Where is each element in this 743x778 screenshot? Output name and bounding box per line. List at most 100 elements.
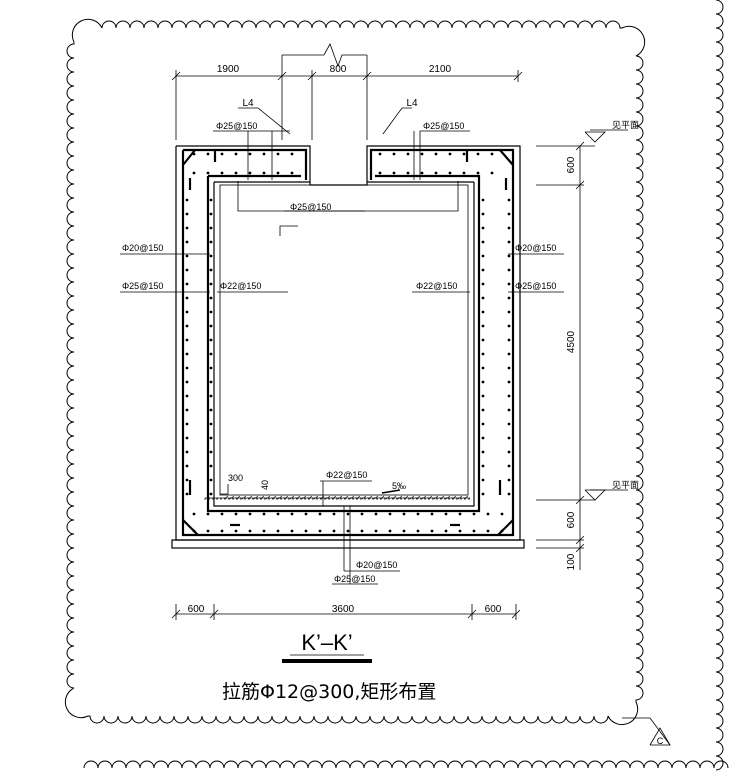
bottom-dim-3: 600 <box>485 604 502 615</box>
rebar-dot <box>481 464 485 468</box>
label-l4-right: L4 <box>406 98 418 109</box>
rebar-dot <box>290 512 294 516</box>
rebar-dot <box>318 512 322 516</box>
rebar-dot <box>507 338 511 342</box>
rebar-dot <box>481 310 485 314</box>
revision-cloud-edge-bottom <box>83 760 729 769</box>
rebar-dot <box>507 352 511 356</box>
rebar-dot <box>209 212 213 216</box>
rebar-dot <box>481 422 485 426</box>
rebar-dot <box>185 464 189 468</box>
label-floor-bot-b: Φ25@150 <box>334 574 375 584</box>
rebar-dot <box>507 254 511 258</box>
rebar-dot <box>220 152 224 156</box>
rebar-dot <box>507 198 511 202</box>
hatch-stroke <box>379 495 385 500</box>
section-title: K’–K’ <box>301 630 352 655</box>
rebar-dot <box>209 394 213 398</box>
rebar-dot <box>481 338 485 342</box>
rebar-dot <box>185 436 189 440</box>
rebar-dot <box>507 478 511 482</box>
rebar-dot <box>481 408 485 412</box>
rebar-dot <box>416 512 420 516</box>
hatch-stroke <box>451 495 457 500</box>
rebar-dot <box>507 212 511 216</box>
rebar-dot <box>374 529 378 533</box>
label-wall-left-a: Φ20@150 <box>122 243 163 253</box>
rebar-dot <box>486 529 490 533</box>
rebar-dot <box>392 171 396 175</box>
rebar-dot <box>507 226 511 230</box>
rebar-dot <box>209 464 213 468</box>
rebar-dot <box>507 422 511 426</box>
label-wall-left-b: Φ25@150 <box>122 281 163 291</box>
rebar-dot <box>360 512 364 516</box>
rebar-dot <box>481 492 485 496</box>
rebar-dot <box>209 324 213 328</box>
rebar-dot <box>185 198 189 202</box>
rebar-dot <box>209 366 213 370</box>
rebar-dot <box>209 478 213 482</box>
rebar-dot <box>209 492 213 496</box>
label-wall-right-a: Φ20@150 <box>515 243 556 253</box>
rebar-dot <box>192 529 196 533</box>
rebar-dot <box>444 529 448 533</box>
rebar-dot <box>481 282 485 286</box>
rebar-dot <box>185 310 189 314</box>
rebar-dots <box>185 152 511 533</box>
rebar-dot <box>192 171 196 175</box>
rebar-dot <box>420 152 424 156</box>
rebar-dot <box>481 436 485 440</box>
rebar-dot <box>430 512 434 516</box>
rebar-dot <box>185 478 189 482</box>
rebar-dot <box>209 352 213 356</box>
hatch-stroke <box>457 495 463 500</box>
leader-lines <box>120 107 564 585</box>
rebar-dot <box>490 171 494 175</box>
hatch-stroke <box>373 495 379 500</box>
rebar-dot <box>185 408 189 412</box>
rebar-dot <box>420 171 424 175</box>
rebar-dot <box>206 512 210 516</box>
rebar-dot <box>507 450 511 454</box>
hatch-stroke <box>223 495 229 500</box>
rebar-dot <box>434 171 438 175</box>
rebar-dot <box>476 152 480 156</box>
rebar-dot <box>507 310 511 314</box>
hatch-stroke <box>361 495 367 500</box>
rebar-dot <box>185 492 189 496</box>
label-roof-inner: Φ25@150 <box>290 202 331 212</box>
rebar-dot <box>388 529 392 533</box>
rebar-dot <box>209 268 213 272</box>
reinforcement-bars <box>181 148 515 537</box>
rebar-dot <box>262 529 266 533</box>
rebar-dot <box>185 296 189 300</box>
rebar-dot <box>360 529 364 533</box>
rebar-dot <box>276 152 280 156</box>
rebar-dot <box>472 529 476 533</box>
rebar-dot <box>248 152 252 156</box>
hatch-stroke <box>367 495 373 500</box>
hatch-stroke <box>235 495 241 500</box>
hatch-stroke <box>445 495 451 500</box>
rebar-dot <box>209 254 213 258</box>
rebar-dot <box>481 394 485 398</box>
right-dim-2: 4500 <box>566 330 577 353</box>
rebar-dot <box>192 512 196 516</box>
rebar-dot <box>209 226 213 230</box>
rebar-dot <box>481 450 485 454</box>
rebar-dot <box>481 254 485 258</box>
hatch-stroke <box>259 495 265 500</box>
rebar-dot <box>332 529 336 533</box>
label-dim-40: 40 <box>260 480 270 490</box>
inner-lines <box>204 184 470 500</box>
revision-cloud-main <box>64 18 646 726</box>
rebar-dot <box>507 296 511 300</box>
hatch-stroke <box>439 495 445 500</box>
rebar-dot <box>507 436 511 440</box>
rebar-dot <box>430 529 434 533</box>
rebar-dot <box>448 171 452 175</box>
rebar-dot <box>500 512 504 516</box>
revision-cloud-edge-right <box>715 0 724 771</box>
level-label-bottom: 见平面 <box>612 480 639 490</box>
